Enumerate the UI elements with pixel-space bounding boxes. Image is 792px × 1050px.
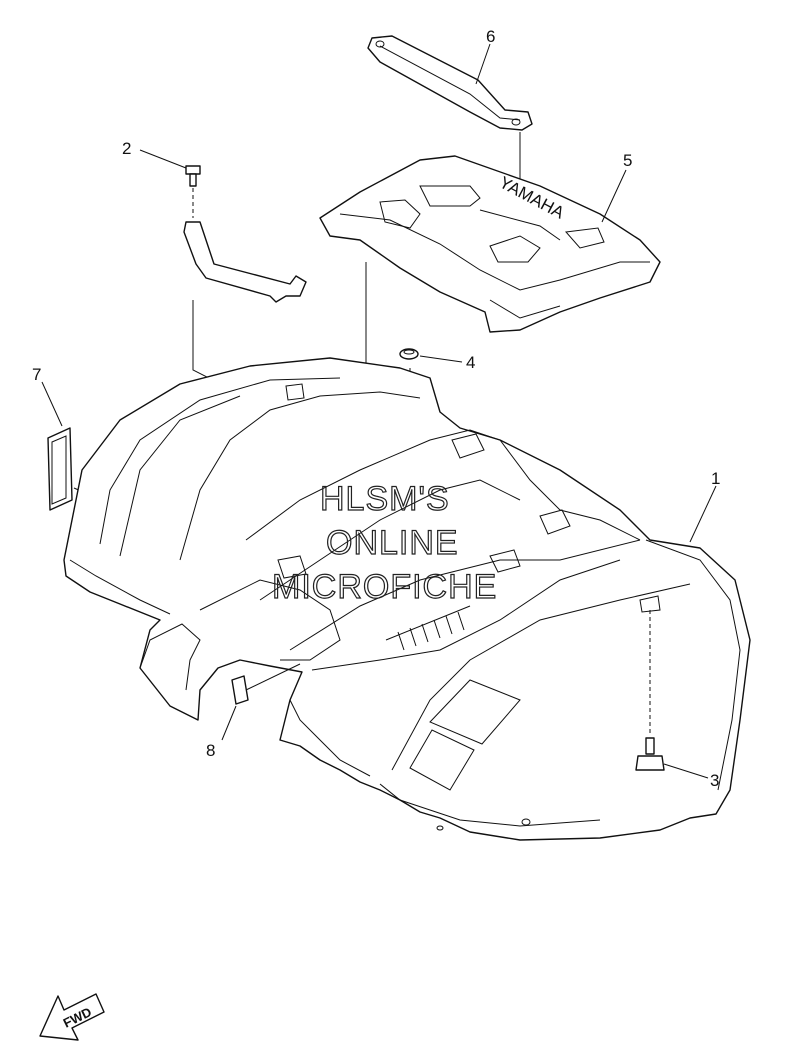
callout-1: 1 [711, 469, 720, 488]
part-2-bolt [185, 165, 201, 187]
fwd-arrow-icon: FWD [39, 993, 105, 1041]
watermark-line-3: MICROFICHE [272, 568, 497, 606]
watermark: HLSM'S ONLINE MICROFICHE [271, 479, 497, 606]
part-7-emblem [47, 427, 73, 511]
callout-4: 4 [466, 353, 475, 372]
part-4-grommet [399, 348, 419, 360]
part-6-bar [367, 35, 533, 131]
fwd-label: FWD [61, 1004, 94, 1030]
part-8-clip [231, 675, 249, 705]
callout-8: 8 [206, 741, 215, 760]
callout-7: 7 [32, 365, 41, 384]
part-5-cover [319, 155, 661, 333]
callout-6: 6 [486, 27, 495, 46]
part-1-rear-fender [63, 357, 751, 841]
watermark-line-2: ONLINE [326, 524, 459, 562]
part-3-bolt [635, 737, 665, 771]
callout-5: 5 [623, 151, 632, 170]
part-2-bracket [183, 221, 307, 303]
watermark-line-1: HLSM'S [320, 480, 450, 518]
callout-3: 3 [710, 771, 719, 790]
callout-2: 2 [122, 139, 131, 158]
